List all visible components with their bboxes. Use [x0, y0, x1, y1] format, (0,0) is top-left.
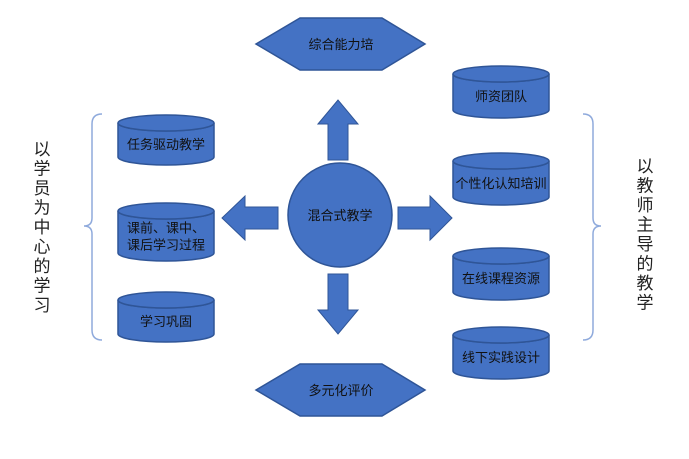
left-caption: 以学员为中心的学习: [34, 140, 51, 316]
bottom-goal-diamond: [254, 363, 427, 417]
right-node-2-cylinder-top: [452, 152, 550, 170]
bottom-goal-label: 多元化评价: [308, 383, 373, 399]
right-bracket: [582, 113, 602, 341]
left-node-2-cylinder-top: [117, 202, 215, 220]
left-bracket: [83, 113, 103, 341]
right-caption: 以教师主导的教学: [637, 157, 654, 314]
right-node-3-label: 在线课程资源: [462, 272, 540, 287]
left-node-2-label: 课后学习过程: [127, 238, 205, 254]
right-node-1-cylinder-top: [452, 65, 550, 83]
center-circle: [287, 162, 393, 268]
center-label: 混合式教学: [307, 208, 372, 224]
arrow-up: [316, 99, 360, 161]
arrow-right: [397, 194, 453, 242]
left-node-2-label: 课前、课中、: [127, 221, 205, 237]
left-node-3-cylinder-top: [117, 291, 215, 309]
arrow-left: [221, 194, 279, 242]
top-goal-diamond: [254, 17, 427, 71]
left-node-1-cylinder-top: [117, 114, 215, 132]
right-node-4-label: 线下实践设计: [462, 351, 540, 366]
left-node-1-label: 任务驱动教学: [127, 137, 205, 153]
right-node-4-cylinder-top: [452, 326, 550, 344]
right-node-2-label: 个性化认知培训: [455, 176, 546, 192]
right-node-1-label: 师资团队: [475, 90, 527, 105]
right-node-3-cylinder-top: [452, 247, 550, 265]
arrow-down: [316, 273, 360, 335]
top-goal-label: 综合能力培: [308, 37, 373, 53]
left-node-3-label: 学习巩固: [140, 314, 192, 330]
